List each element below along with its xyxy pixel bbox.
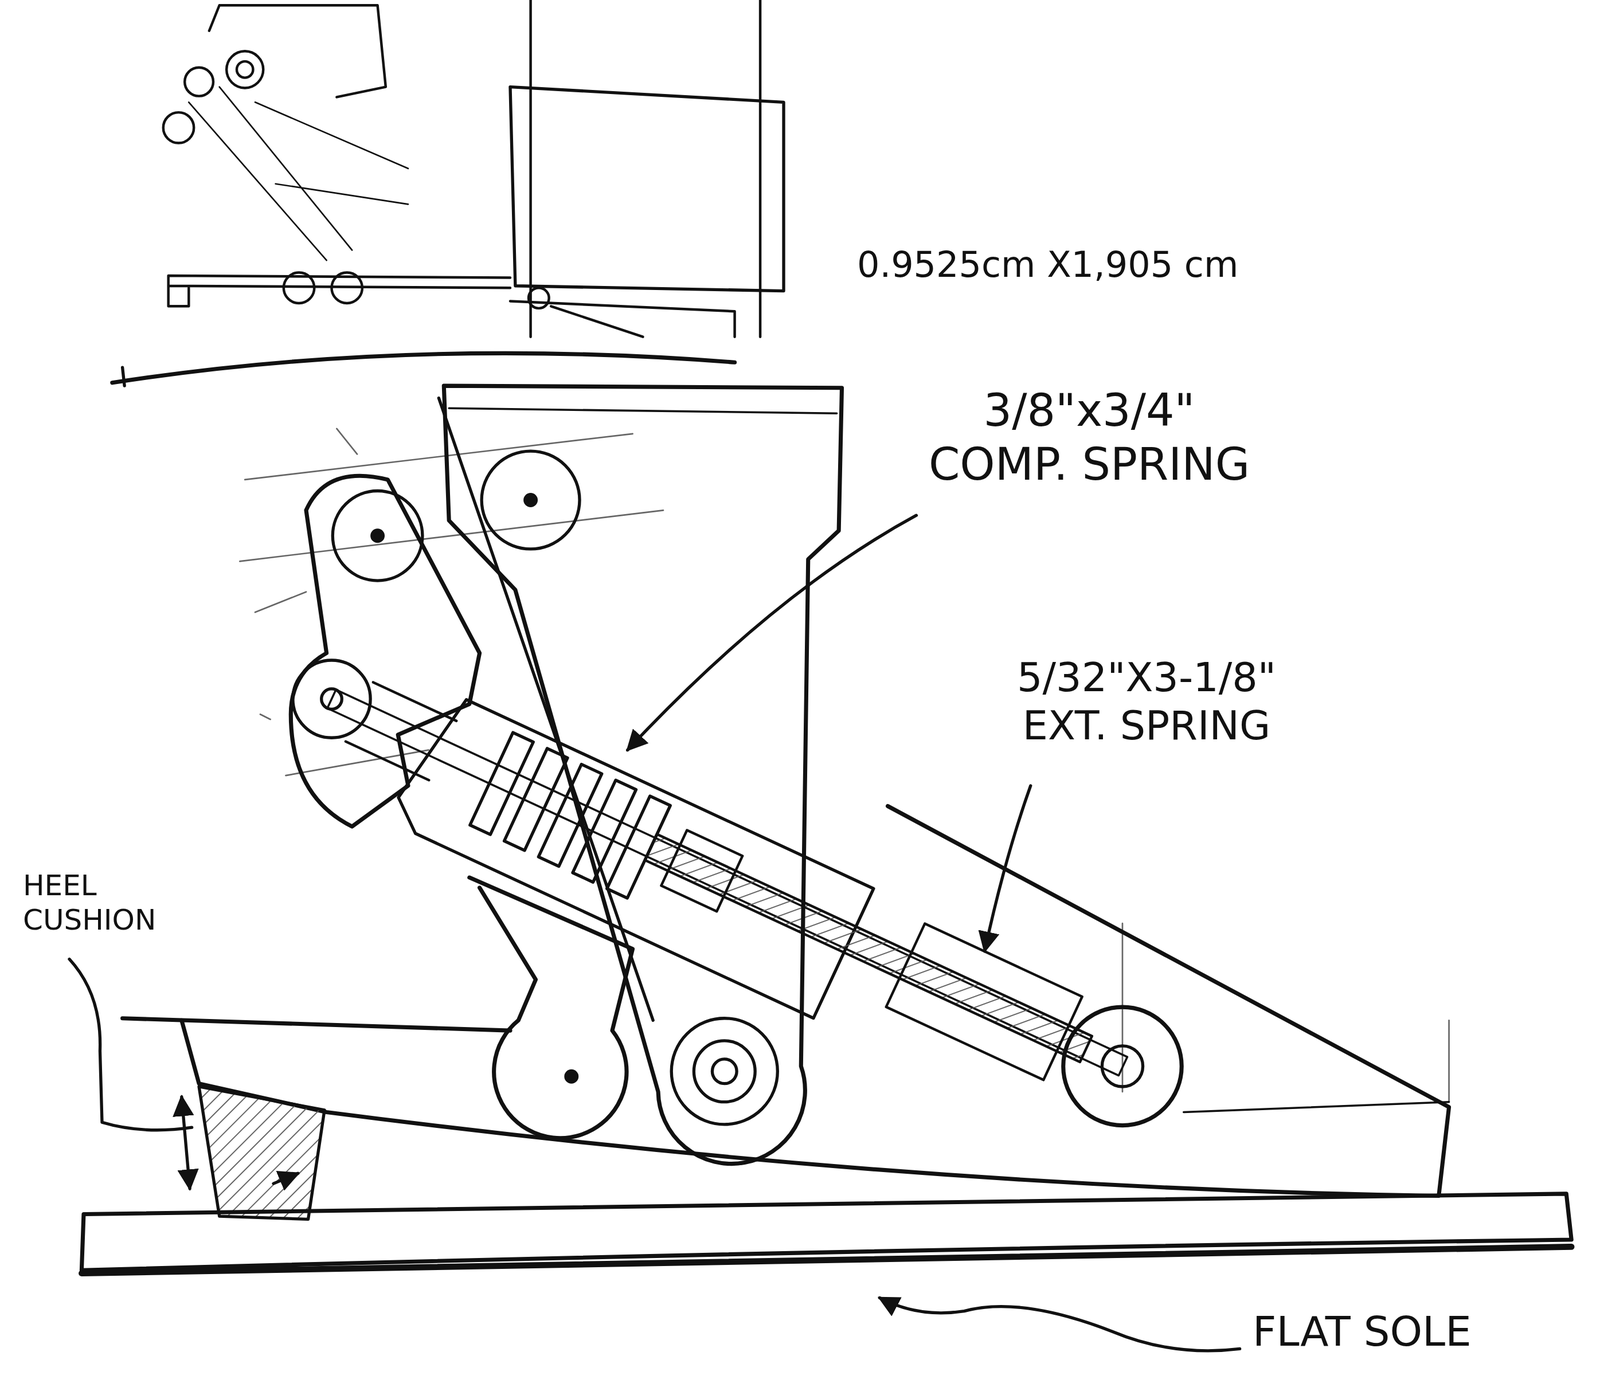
heel-cushion	[198, 1086, 325, 1220]
flat-sole	[81, 1194, 1572, 1274]
construction-lines	[239, 428, 1449, 1103]
part-label: 3/8"x3/4" COMP. SPRING	[917, 384, 1262, 492]
top-view-sketch	[112, 0, 784, 386]
linkage	[290, 475, 1182, 1138]
part-label: 5/32"X3-1/8" EXT. SPRING	[968, 653, 1325, 750]
foot-keel	[122, 806, 1450, 1220]
upper-adapter	[438, 385, 842, 1164]
part-label: HEEL CUSHION	[22, 868, 167, 938]
part-label: 0.9525cm X1,905 cm	[857, 243, 1328, 287]
part-label: FLAT SOLE	[1252, 1307, 1574, 1357]
leader-lines	[69, 515, 1240, 1352]
